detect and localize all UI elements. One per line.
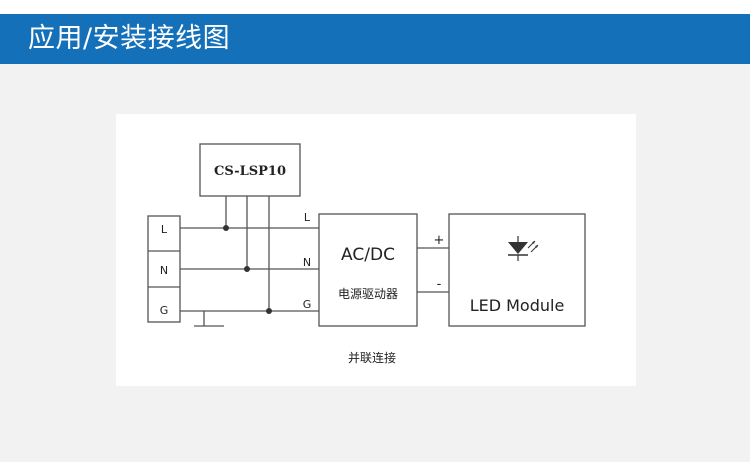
terminal-label-g: G [160,304,169,317]
converter-title: AC/DC [341,245,395,265]
led-diode-icon [508,236,539,261]
line-label-g: G [303,298,312,311]
top-margin [0,0,750,14]
module-label: LED Module [470,296,565,315]
diagram-caption: 并联连接 [348,350,396,365]
line-label-l: L [304,211,311,224]
terminal-label-n: N [160,264,168,277]
line-label-n: N [303,256,311,269]
converter-subtitle: 电源驱动器 [338,287,398,301]
led-module-box [448,213,586,327]
surge-protector-box [199,143,301,197]
wiring-diagram: CS-LSP10 L N G L N G AC/DC 电源驱动器 + - LED… [147,143,586,365]
junction-dot [244,266,250,272]
junction-dot [223,225,229,231]
ac-dc-driver-box [318,213,418,327]
terminal-label-l: L [161,223,168,236]
junction-dot [266,308,272,314]
wiring-diagram-panel: CS-LSP10 L N G L N G AC/DC 电源驱动器 + - LED… [116,114,636,386]
section-title: 应用/安装接线图 [28,23,231,54]
section-header: 应用/安装接线图 [0,14,750,64]
polarity-plus: + [434,233,445,248]
device-label: CS-LSP10 [214,164,286,179]
polarity-minus: - [437,277,442,292]
